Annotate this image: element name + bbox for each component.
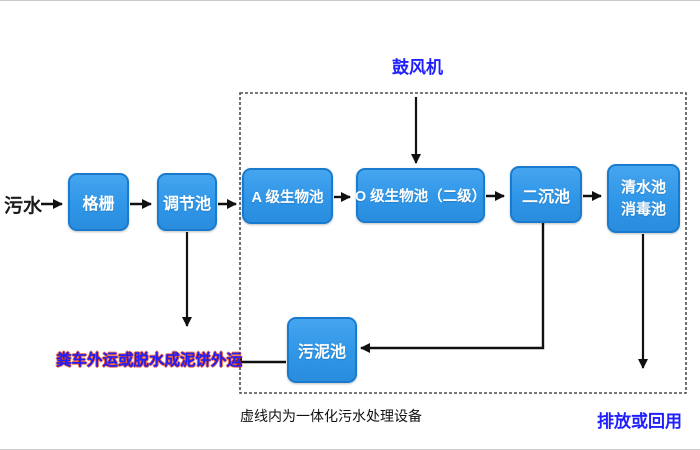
node-sedimentation-tank-label: 二沉池: [521, 188, 570, 206]
node-clearwater-disinfection-tank: 清水池 消毒池: [607, 164, 680, 233]
node-sludge-tank: 污泥池: [287, 317, 357, 383]
arrow-sedimentation-to-sludge: [360, 223, 545, 353]
node-o-bio-tank: O 级生物池（二级）: [354, 168, 487, 223]
dashed-boundary-caption: 虚线内为一体化污水处理设备: [240, 408, 422, 424]
clearwater-line1: 清水池: [620, 178, 666, 196]
node-sedimentation-tank: 二沉池: [510, 166, 582, 223]
node-o-bio-tank-label: O 级生物池（二级）: [354, 189, 487, 205]
node-regulating-tank: 调节池: [157, 173, 217, 231]
node-regulating-tank-label: 调节池: [162, 196, 211, 213]
clearwater-line2: 消毒池: [620, 200, 666, 218]
node-sludge-tank-label: 污泥池: [297, 344, 346, 361]
discharge-label: 排放或回用: [597, 412, 682, 431]
sludge-disposal-label: 粪车外运或脱水成泥饼外运: [56, 352, 243, 369]
node-a-bio-tank: A 级生物池: [242, 168, 333, 224]
node-clearwater-disinfection-label: 清水池 消毒池: [621, 177, 666, 221]
node-grid: 格栅: [68, 173, 129, 231]
blower-label: 鼓风机: [392, 58, 443, 77]
node-a-bio-tank-label: A 级生物池: [251, 189, 324, 206]
integrated-equipment-dashed-boundary: [239, 92, 687, 394]
influent-label: 污水: [4, 196, 43, 217]
node-grid-label: 格栅: [82, 196, 115, 213]
